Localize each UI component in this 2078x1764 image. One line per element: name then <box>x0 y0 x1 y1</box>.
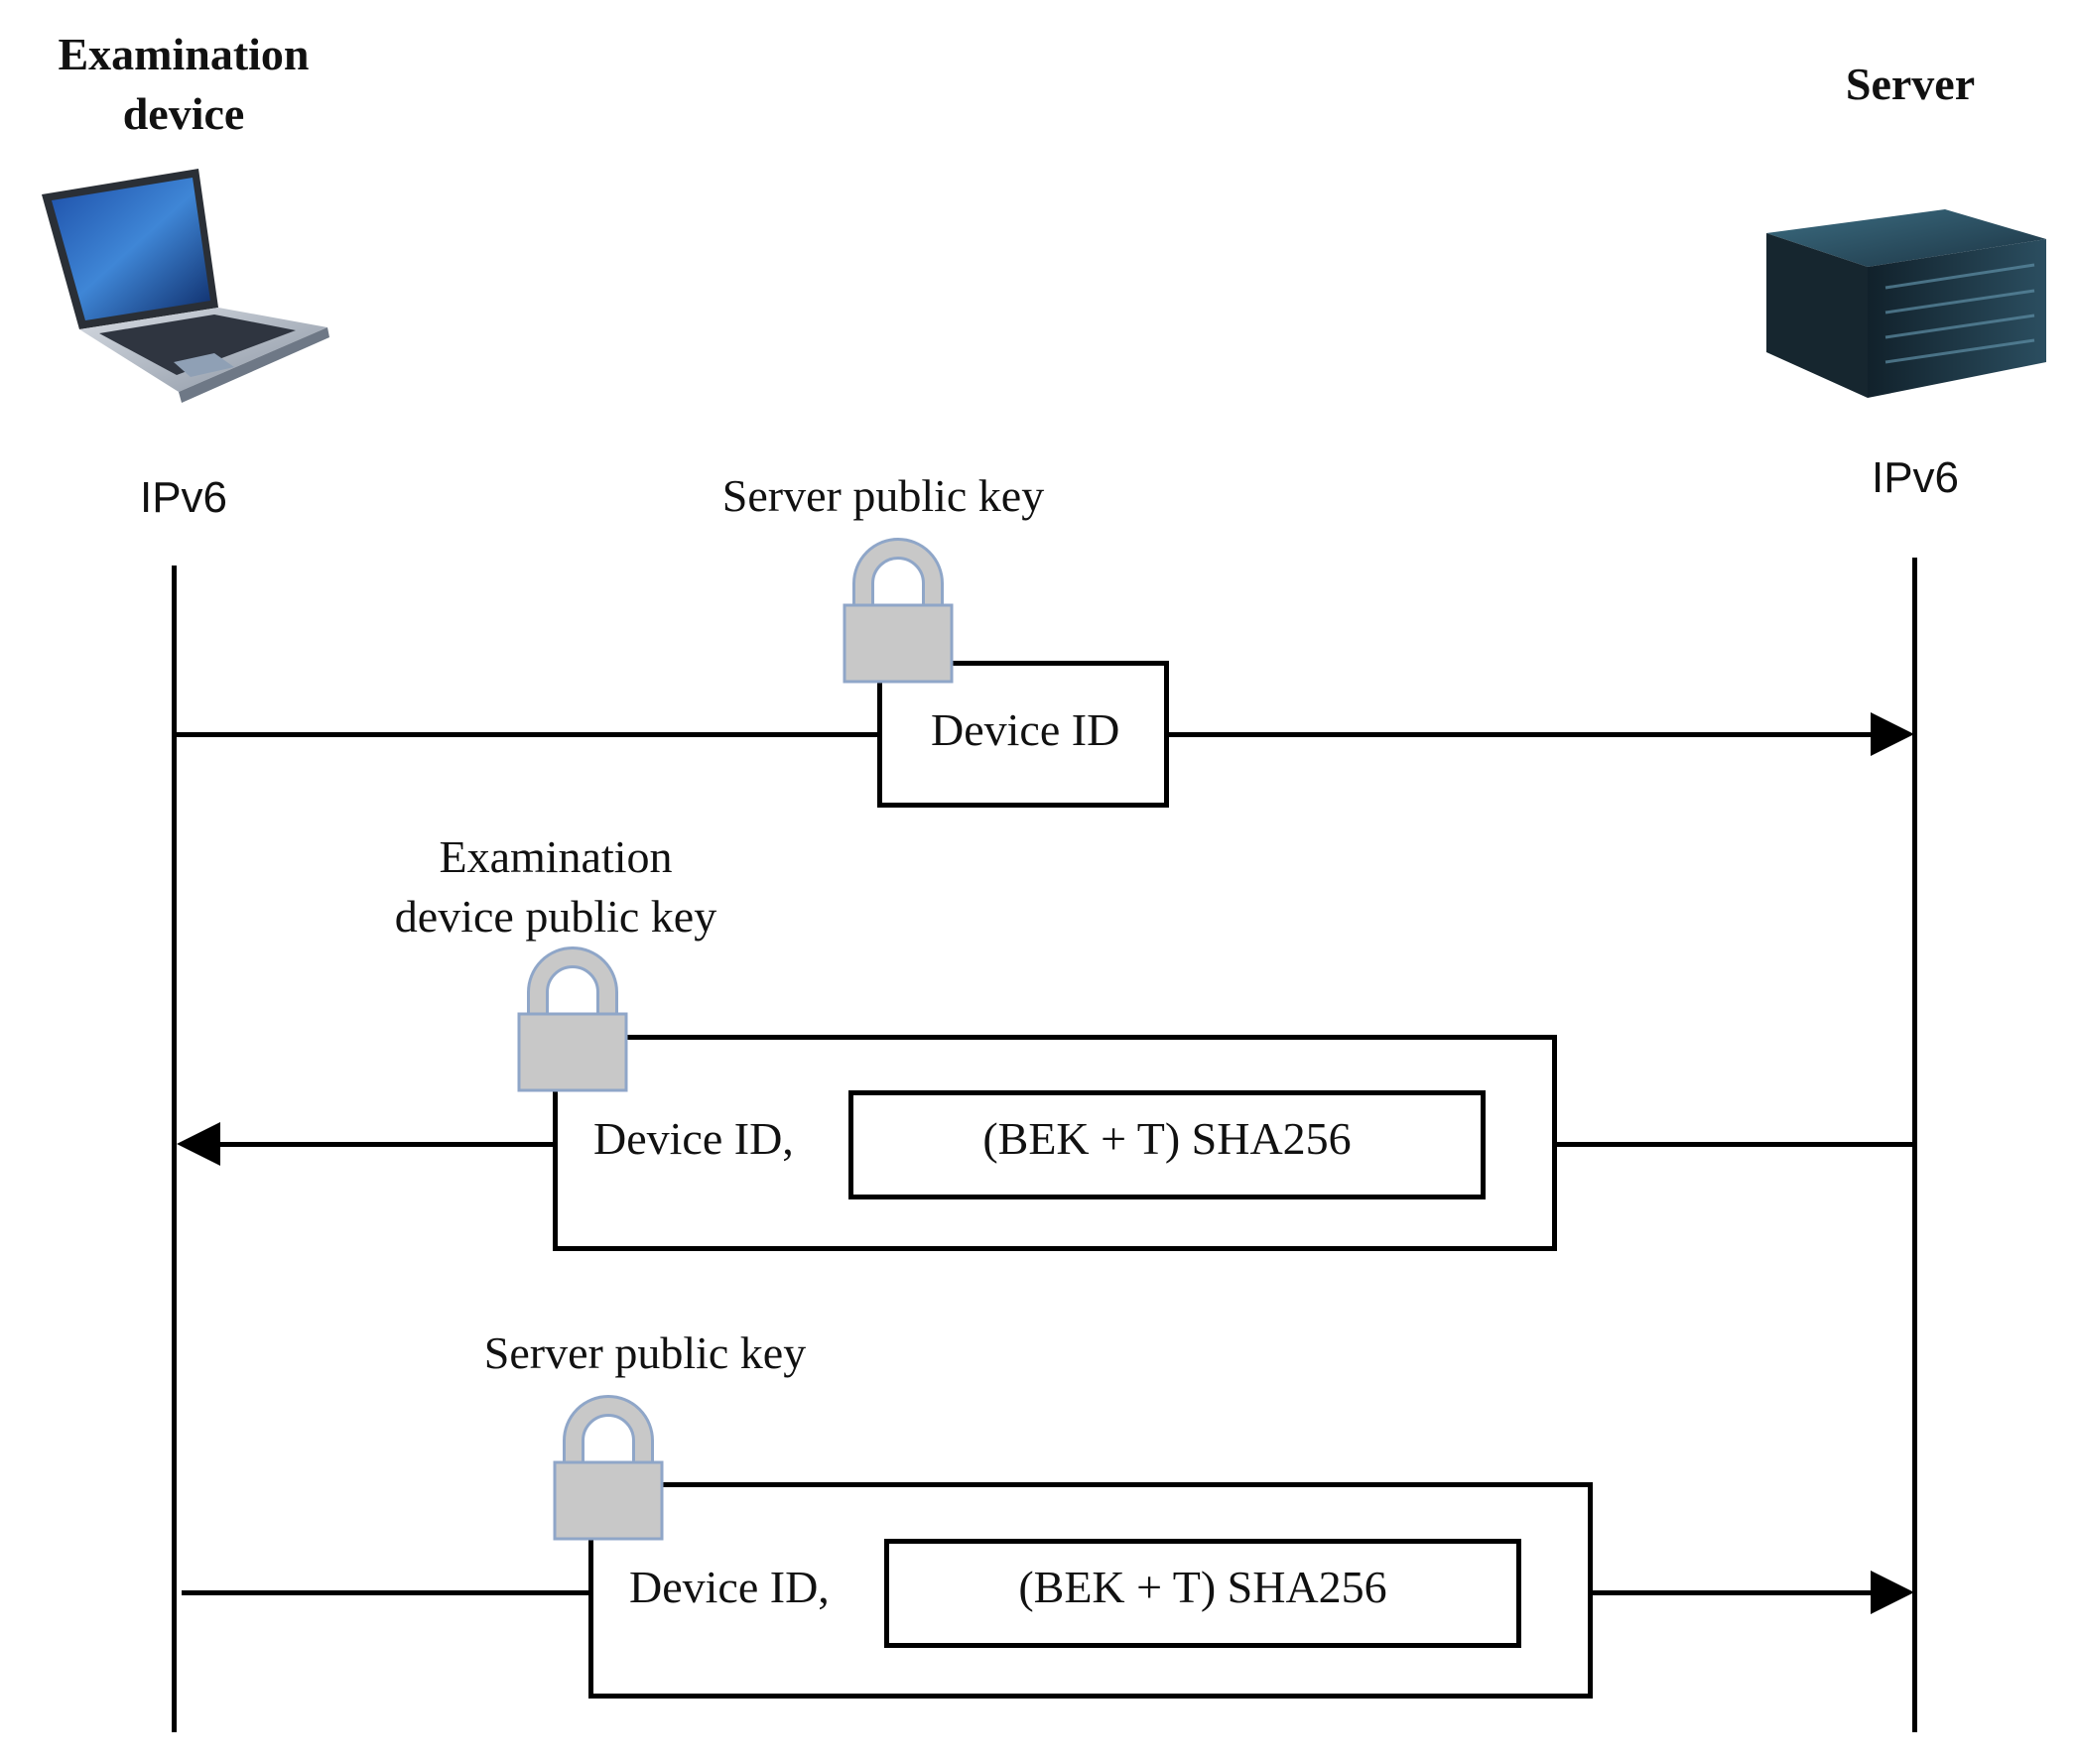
message-3-hash: (BEK + T) SHA256 <box>1018 1562 1387 1612</box>
message-1-line-left <box>175 732 881 737</box>
message-3-hash-box <box>884 1539 1521 1648</box>
device-address: IPv6 <box>139 473 228 522</box>
message-2-line-left <box>218 1142 556 1147</box>
message-2-lock-icon <box>516 945 629 1093</box>
server-title: Server <box>1845 59 1976 109</box>
message-2-arrowhead <box>177 1122 220 1166</box>
device-title: Examination device <box>58 29 310 139</box>
message-1-envelope <box>877 661 1169 808</box>
message-1-content: Device ID <box>931 704 1120 755</box>
message-2-content: Device ID, <box>593 1113 794 1164</box>
message-3-lock-icon <box>552 1393 665 1542</box>
server-icon <box>1756 203 2054 402</box>
server-lifeline <box>1912 558 1917 1732</box>
laptop-icon <box>40 159 337 407</box>
server-address: IPv6 <box>1871 453 1960 502</box>
message-2-hash-box <box>848 1090 1486 1199</box>
message-3-content: Device ID, <box>629 1562 830 1612</box>
message-1-arrowhead <box>1871 712 1914 756</box>
message-2-line-right <box>1554 1142 1913 1147</box>
device-lifeline <box>172 566 177 1732</box>
message-3-line-left <box>182 1590 592 1595</box>
message-3-line-right <box>1589 1590 1873 1595</box>
message-1-lock-icon <box>842 536 955 685</box>
message-1-key-label: Server public key <box>721 470 1045 521</box>
message-3-arrowhead <box>1871 1571 1914 1614</box>
message-2-hash: (BEK + T) SHA256 <box>982 1113 1352 1164</box>
message-1-line-right <box>1167 732 1872 737</box>
message-2-key-label: Examination device public key <box>394 831 717 942</box>
message-3-key-label: Server public key <box>483 1327 807 1378</box>
